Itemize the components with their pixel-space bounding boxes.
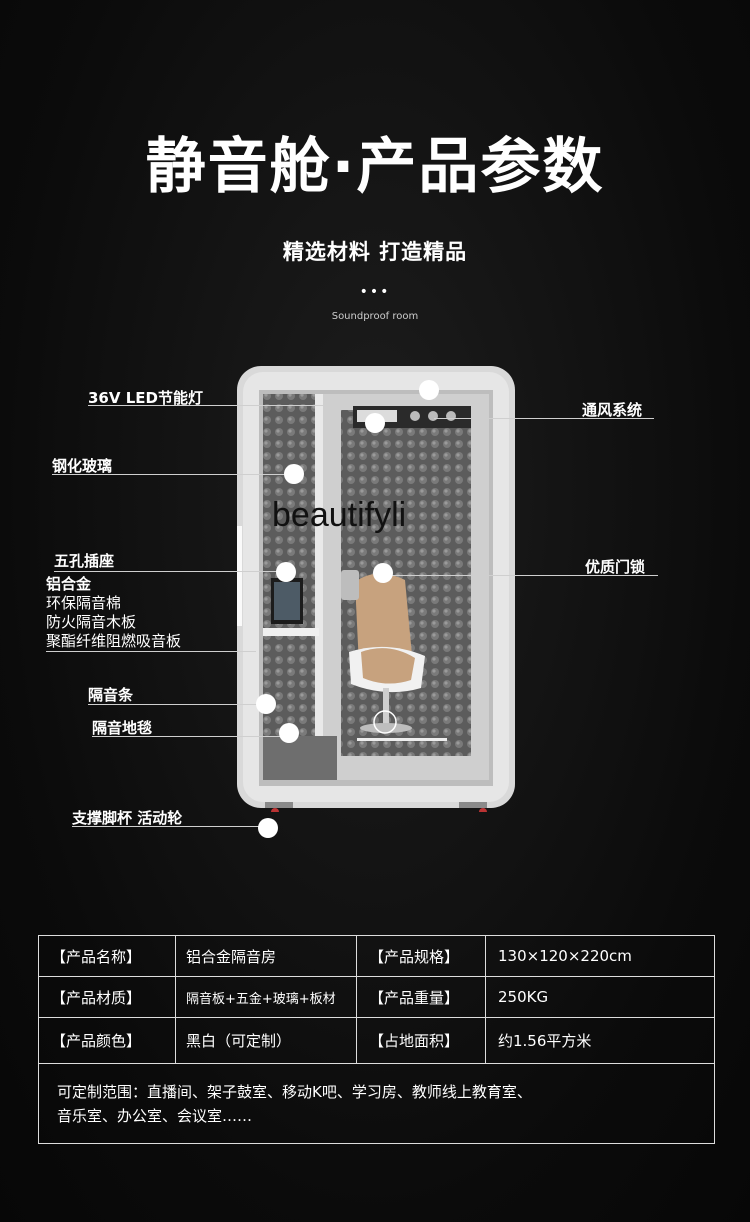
param-color-key: 【产品颜色】 (38, 1017, 176, 1064)
customization-line-2: 音乐室、办公室、会议室…… (57, 1106, 253, 1125)
param-area-key: 【占地面积】 (356, 1017, 486, 1064)
label-tempered-glass: 钢化玻璃 (52, 457, 113, 475)
callout-dot-strip (256, 694, 276, 714)
param-weight-value: 250KG (485, 976, 715, 1018)
param-spec-key: 【产品规格】 (356, 935, 486, 977)
callout-line-materials (46, 651, 256, 652)
english-caption: Soundproof room (331, 311, 419, 322)
callout-dot-lock (373, 563, 393, 583)
customization-line-1: 可定制范围：直播间、架子鼓室、移动K吧、学习房、教师线上教育室、 (57, 1082, 532, 1101)
customization-note: 可定制范围：直播间、架子鼓室、移动K吧、学习房、教师线上教育室、 音乐室、办公室… (38, 1063, 715, 1144)
callout-line-wheels (72, 826, 266, 827)
table-row: 【产品材质】 隔音板+五金+玻璃+板材 【产品重量】 250KG (38, 976, 715, 1018)
callout-line-carpet (92, 736, 286, 737)
param-color-value: 黑白（可定制） (175, 1017, 357, 1064)
label-door-lock: 优质门锁 (585, 558, 646, 576)
callout-line-led (88, 405, 368, 406)
callout-line-socket (54, 571, 286, 572)
material-aluminum: 铝合金 (46, 575, 92, 593)
callout-dot-led (365, 413, 385, 433)
callout-line-ventilation (434, 418, 654, 419)
callout-dot-carpet (279, 723, 299, 743)
callout-dot-socket (276, 562, 296, 582)
param-material-key: 【产品材质】 (38, 976, 176, 1018)
callout-line-glass (52, 474, 292, 475)
table-row: 【产品颜色】 黑白（可定制） 【占地面积】 约1.56平方米 (38, 1017, 715, 1064)
page-subtitle: 精选材料 打造精品 (282, 240, 468, 264)
param-area-value: 约1.56平方米 (485, 1017, 715, 1064)
param-spec-value: 130×120×220cm (485, 935, 715, 977)
label-seal-strip: 隔音条 (88, 686, 134, 704)
param-material-value: 隔音板+五金+玻璃+板材 (175, 976, 357, 1018)
parameter-table: 【产品名称】 铝合金隔音房 【产品规格】 130×120×220cm 【产品材质… (38, 935, 715, 1144)
label-ventilation: 通风系统 (582, 401, 643, 419)
label-wheels: 支撑脚杯 活动轮 (72, 809, 183, 827)
callout-dot-glass (284, 464, 304, 484)
param-weight-key: 【产品重量】 (356, 976, 486, 1018)
param-name-value: 铝合金隔音房 (175, 935, 357, 977)
label-led-light: 36V LED节能灯 (88, 389, 203, 407)
material-polyester: 聚酯纤维阻燃吸音板 (46, 632, 182, 650)
param-name-key: 【产品名称】 (38, 935, 176, 977)
label-socket: 五孔插座 (54, 552, 115, 570)
callout-dot-wheels (258, 818, 278, 838)
page-title: 静音舱·产品参数 (145, 132, 605, 202)
callout-line-strip (88, 704, 264, 705)
material-cotton: 环保隔音棉 (46, 594, 122, 612)
label-carpet: 隔音地毯 (92, 719, 153, 737)
table-row: 可定制范围：直播间、架子鼓室、移动K吧、学习房、教师线上教育室、 音乐室、办公室… (38, 1063, 715, 1144)
callout-line-lock (384, 575, 658, 576)
material-board: 防火隔音木板 (46, 613, 137, 631)
callout-dot-ventilation (419, 380, 439, 400)
table-row: 【产品名称】 铝合金隔音房 【产品规格】 130×120×220cm (38, 935, 715, 977)
decorative-dots: ••• (359, 284, 391, 300)
soundproof-cabin-image (237, 366, 515, 812)
watermark-text: beautifyli (272, 496, 407, 534)
